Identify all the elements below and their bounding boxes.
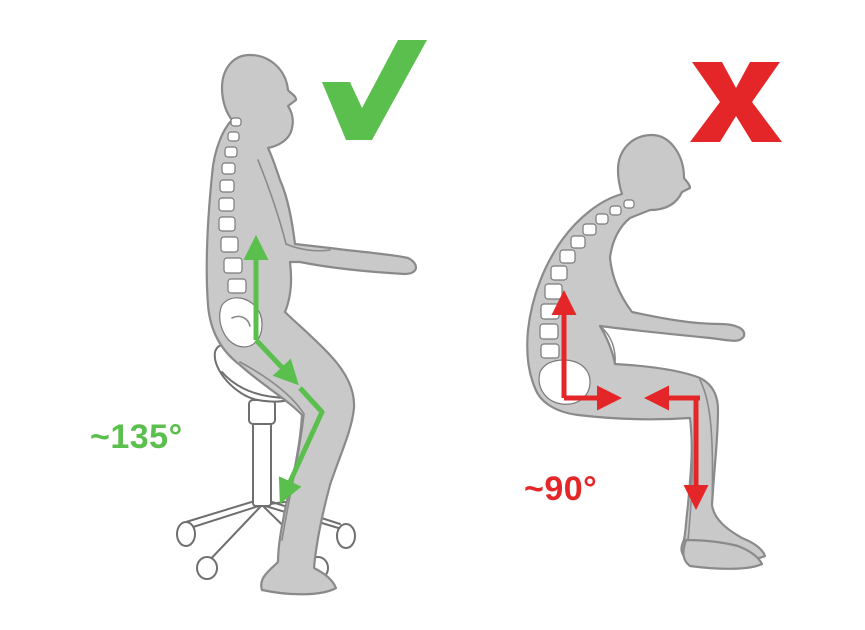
bad-posture-panel: ~90° xyxy=(524,62,782,570)
x-mark-icon xyxy=(690,62,782,142)
checkmark-icon xyxy=(322,40,427,140)
bad-angle-arrows xyxy=(551,290,709,510)
bad-angle-label: ~90° xyxy=(524,470,597,508)
good-posture-panel: ~135° xyxy=(90,40,427,596)
good-angle-label: ~135° xyxy=(90,418,183,456)
spine-good xyxy=(218,117,247,294)
pelvis-good xyxy=(219,297,263,348)
good-angle-arrows xyxy=(243,235,325,505)
